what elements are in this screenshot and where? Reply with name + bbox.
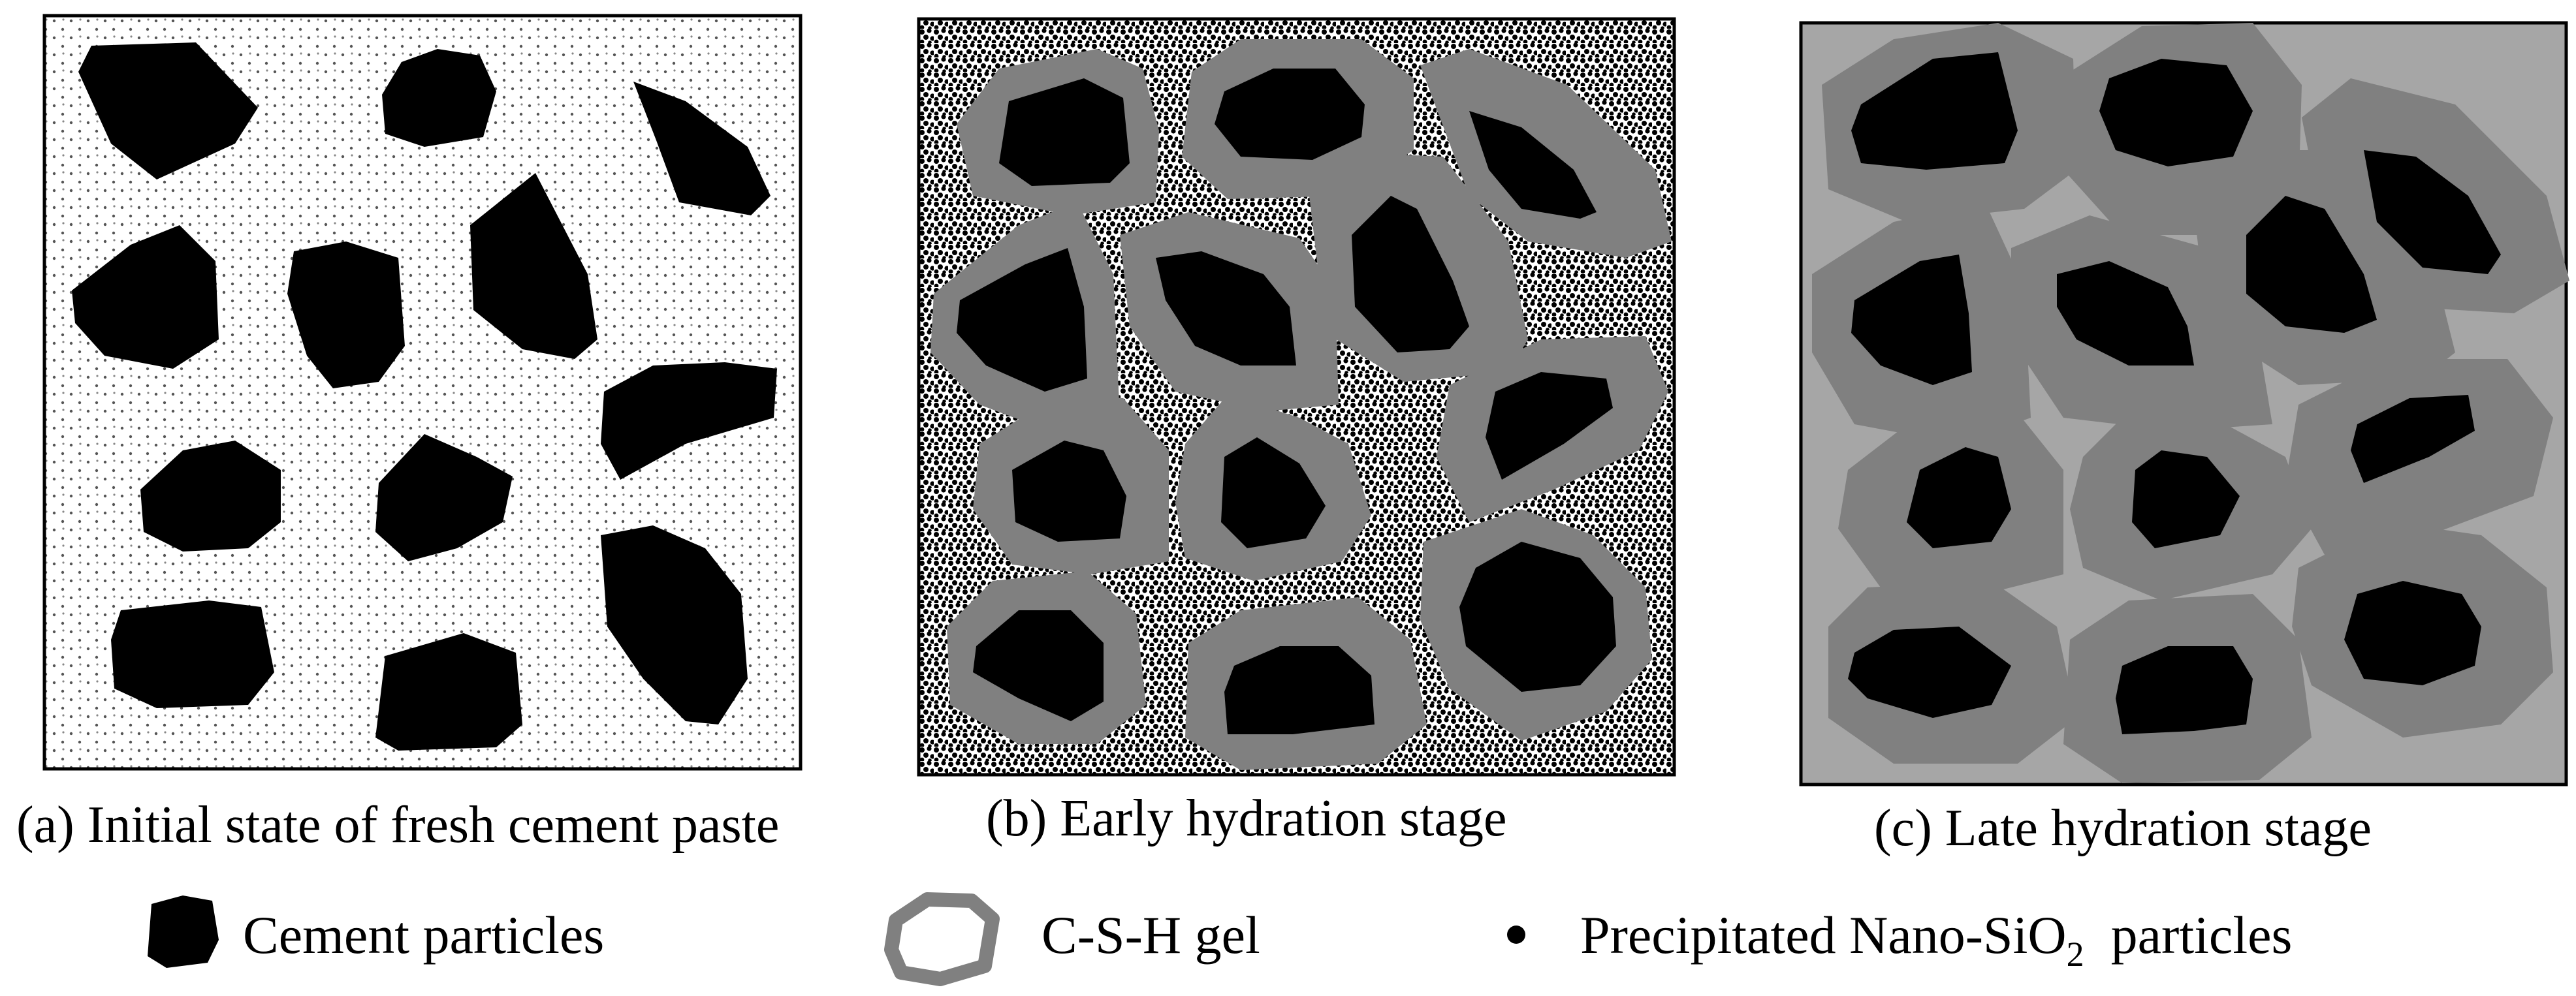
cement-particle — [601, 525, 748, 724]
csh-gel-swatch — [884, 892, 1000, 986]
cement-particle — [973, 610, 1104, 721]
legend-label-csh: C-S-H gel — [1042, 905, 1260, 965]
cement-particle — [2344, 581, 2481, 685]
cement-particles-a — [72, 42, 777, 751]
cement-particle — [382, 49, 496, 147]
cement-particle — [1352, 196, 1469, 352]
cement-particle — [78, 42, 258, 179]
cement-particle — [470, 173, 597, 359]
legend-label-cement: Cement particles — [243, 905, 604, 965]
cement-particle — [1907, 447, 2011, 548]
legend-label-nano-suffix: particles — [2084, 905, 2293, 965]
cement-particle — [1221, 437, 1326, 548]
cement-particle — [1224, 646, 1375, 734]
cement-particle — [633, 82, 771, 215]
nano-sio2-dot-swatch — [1507, 926, 1525, 944]
panel-a: (a) Initial state of fresh cement paste — [16, 14, 803, 854]
panel-c-caption: (c) Late hydration stage — [1874, 800, 2372, 857]
cement-particle — [1848, 627, 2011, 718]
cement-particle — [2116, 646, 2253, 734]
cement-particle — [140, 441, 281, 552]
cement-particles-b — [957, 69, 1616, 734]
cement-particle-swatch — [148, 895, 219, 968]
legend-label-nano-sio2: Precipitated Nano-SiO2 particles — [1580, 905, 2292, 974]
legend-label-nano-sub: 2 — [2067, 935, 2084, 974]
cement-particle — [1012, 441, 1126, 542]
cement-particle — [1156, 251, 1296, 366]
legend-label-nano-prefix: Precipitated Nano-SiO — [1580, 905, 2067, 965]
cement-particle — [601, 362, 777, 480]
cement-particle — [1851, 52, 2018, 170]
panel-b-caption: (b) Early hydration stage — [986, 790, 1507, 847]
cement-particle — [2246, 196, 2377, 333]
panel-b: (b) Early hydration stage — [917, 17, 1676, 847]
cement-particle — [957, 248, 1087, 392]
panel-c: (c) Late hydration stage — [1799, 21, 2569, 857]
cement-particle — [2099, 59, 2253, 166]
cement-particle — [999, 78, 1130, 186]
cement-particle — [2364, 150, 2501, 274]
legend-item-cement: Cement particles — [148, 895, 604, 968]
cement-particle — [1851, 255, 1972, 385]
legend-item-csh: C-S-H gel — [884, 892, 1260, 986]
cement-particle — [72, 225, 219, 369]
cement-particle — [1486, 372, 1613, 480]
cement-particle — [1215, 69, 1365, 160]
cement-particle — [2057, 261, 2194, 366]
cement-particle — [375, 633, 522, 751]
cement-particle — [2351, 395, 2475, 483]
legend-item-nano-sio2: Precipitated Nano-SiO2 particles — [1507, 905, 2292, 974]
panel-a-caption: (a) Initial state of fresh cement paste — [16, 796, 779, 854]
cement-particles-c — [1848, 52, 2501, 734]
cement-particle — [287, 241, 405, 388]
cement-particle — [1459, 542, 1616, 692]
cement-particle — [375, 434, 513, 561]
cement-particle — [2132, 450, 2240, 548]
cement-particle — [1469, 111, 1597, 219]
legend: Cement particles C-S-H gel Precipitated … — [148, 892, 2292, 986]
cement-particle — [111, 600, 274, 708]
